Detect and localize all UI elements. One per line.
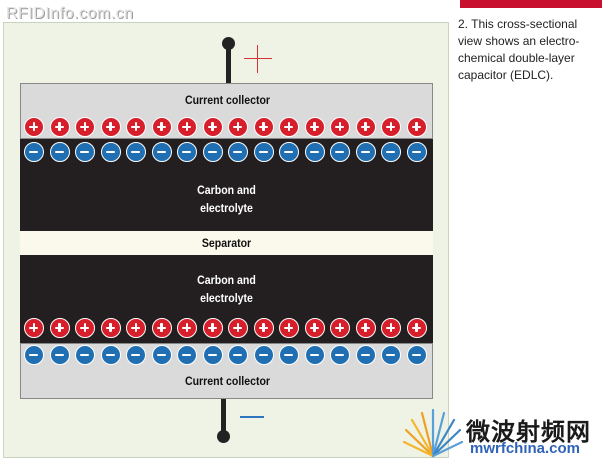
positive-charge-icon — [355, 117, 376, 137]
positive-charge-icon — [151, 117, 172, 137]
positive-charge-icon — [381, 117, 401, 137]
logo-burst-icon — [402, 408, 464, 458]
negative-charge-icon — [253, 142, 274, 162]
bottom-current-collector-label: Current collector — [184, 374, 271, 388]
positive-charge-icon — [330, 117, 350, 137]
negative-charge-icon — [355, 345, 376, 365]
negative-charge-icon — [151, 345, 172, 365]
positive-terminal — [222, 37, 235, 50]
top-current-collector-label: Current collector — [184, 93, 271, 107]
negative-charge-icon — [75, 142, 95, 162]
negative-charge-icon — [100, 142, 121, 162]
negative-charge-icon — [406, 142, 427, 162]
negative-charge-icon — [228, 345, 248, 365]
positive-lead-wire — [226, 46, 231, 84]
positive-charge-icon — [304, 117, 325, 137]
site-logo: 微波射频网 mwrfchina.com — [400, 408, 600, 460]
separator-label: Separator — [201, 236, 252, 250]
positive-charge-icon — [228, 318, 248, 338]
logo-chinese-text: 微波射频网 — [466, 418, 591, 446]
positive-charge-icon — [279, 318, 299, 338]
negative-charge-icon — [126, 142, 146, 162]
positive-charge-icon — [202, 117, 223, 137]
bottom-carbon-label-line1: Carbon and — [197, 273, 256, 287]
negative-charge-icon — [126, 345, 146, 365]
positive-charge-icon — [24, 117, 44, 137]
bottom-carbon-label-line2: electrolyte — [200, 291, 253, 305]
negative-charge-icon — [304, 142, 325, 162]
positive-charge-icon — [75, 117, 95, 137]
negative-charge-icon — [49, 345, 70, 365]
positive-charge-icon — [279, 117, 299, 137]
caption-accent-bar — [452, 0, 602, 8]
negative-charge-icon — [49, 142, 70, 162]
negative-charge-icon — [279, 142, 299, 162]
positive-charge-icon — [75, 318, 95, 338]
negative-charge-icon — [177, 345, 197, 365]
caption-panel: 2. This cross-sectional view shows an el… — [452, 0, 602, 112]
separator-layer: Separator — [20, 231, 433, 255]
negative-charge-icon — [75, 345, 95, 365]
negative-charge-icon — [228, 142, 248, 162]
negative-sign — [240, 416, 264, 418]
negative-lead-wire — [221, 398, 226, 436]
negative-charge-icon — [100, 345, 121, 365]
negative-charge-icon — [330, 142, 350, 162]
negative-terminal — [217, 430, 230, 443]
positive-charge-icon — [100, 318, 121, 338]
positive-sign — [244, 45, 272, 73]
positive-charge-icon — [177, 117, 197, 137]
positive-charge-icon — [253, 117, 274, 137]
positive-charge-icon — [330, 318, 350, 338]
positive-charge-icon — [177, 318, 197, 338]
negative-charge-icon — [177, 142, 197, 162]
positive-charge-icon — [100, 117, 121, 137]
positive-charge-icon — [381, 318, 401, 338]
negative-charge-icon — [381, 142, 401, 162]
negative-charge-icon — [355, 142, 376, 162]
positive-charge-icon — [406, 117, 427, 137]
negative-charge-icon — [24, 345, 44, 365]
negative-charge-icon — [202, 142, 223, 162]
positive-charge-icon — [228, 117, 248, 137]
negative-charge-icon — [330, 345, 350, 365]
positive-charge-icon — [202, 318, 223, 338]
negative-charge-icon — [24, 142, 44, 162]
positive-charge-icon — [49, 318, 70, 338]
top-carbon-label-line1: Carbon and — [197, 183, 256, 197]
positive-charge-icon — [355, 318, 376, 338]
positive-charge-icon — [126, 318, 146, 338]
positive-charge-icon — [151, 318, 172, 338]
negative-charge-icon — [151, 142, 172, 162]
figure-caption: 2. This cross-sectional view shows an el… — [458, 17, 580, 82]
negative-charge-icon — [279, 345, 299, 365]
negative-charge-icon — [253, 345, 274, 365]
negative-charge-icon — [202, 345, 223, 365]
positive-charge-icon — [49, 117, 70, 137]
logo-url-text: mwrfchina.com — [470, 440, 581, 457]
positive-charge-icon — [126, 117, 146, 137]
positive-charge-icon — [253, 318, 274, 338]
negative-charge-icon — [304, 345, 325, 365]
positive-charge-icon — [24, 318, 44, 338]
watermark: RFIDInfo.com.cn — [6, 5, 134, 22]
positive-charge-icon — [304, 318, 325, 338]
negative-charge-icon — [381, 345, 401, 365]
positive-charge-icon — [406, 318, 427, 338]
top-carbon-label-line2: electrolyte — [200, 201, 253, 215]
negative-charge-icon — [406, 345, 427, 365]
